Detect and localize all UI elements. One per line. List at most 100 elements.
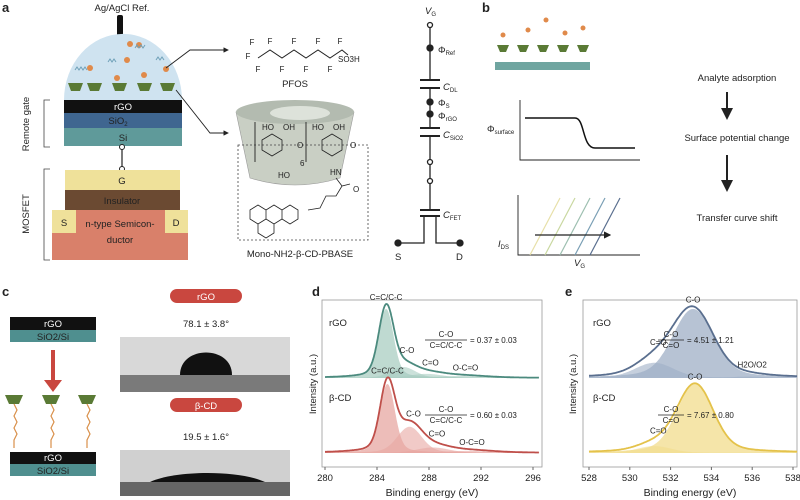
peak-label: C=C/C-C bbox=[371, 367, 404, 376]
series-label: β-CD bbox=[593, 393, 615, 404]
si-layer bbox=[64, 128, 182, 146]
remote-gate-bracket bbox=[43, 99, 50, 148]
x-tick-label: 288 bbox=[421, 473, 437, 484]
component-peak bbox=[589, 362, 798, 378]
bridge-o: O bbox=[297, 141, 303, 150]
c-sio2-label: CSiO2 bbox=[443, 130, 464, 142]
x-tick-label: 532 bbox=[663, 473, 679, 484]
peak-label: C=C/C-C bbox=[370, 293, 403, 302]
hn-group: HN bbox=[330, 168, 342, 177]
pfos-pointer-arrow bbox=[165, 47, 229, 69]
envelope-curve bbox=[588, 382, 798, 453]
oh-group: OH bbox=[333, 123, 345, 132]
ratio-value: = 0.60 ± 0.03 bbox=[470, 411, 517, 420]
x-axis-label-e: Binding energy (eV) bbox=[644, 487, 737, 499]
semiconductor-label-1: n-type Semicon- bbox=[85, 219, 154, 230]
x-tick-label: 530 bbox=[622, 473, 638, 484]
component-peak bbox=[589, 446, 798, 453]
rgo-film-label: rGO bbox=[44, 319, 62, 330]
x-tick-label: 534 bbox=[703, 473, 719, 484]
linker-chains bbox=[13, 403, 91, 448]
rgo-film-bottom-label: rGO bbox=[44, 453, 62, 464]
f-atom: F bbox=[250, 38, 255, 47]
f-atom: F bbox=[280, 65, 285, 74]
drain-label: D bbox=[173, 218, 180, 229]
x-tick-label: 284 bbox=[369, 473, 385, 484]
x-tick-label: 528 bbox=[581, 473, 597, 484]
insulator-label: Insulator bbox=[104, 196, 140, 207]
ratio-value: = 4.51 ± 1.21 bbox=[687, 336, 734, 345]
ho-group: HO bbox=[312, 123, 324, 132]
phi-surface-label: Φsurface bbox=[487, 124, 515, 136]
oh-group: OH bbox=[283, 123, 295, 132]
phi-rgo-label: ΦrGO bbox=[438, 111, 457, 123]
c-dl-label: CDL bbox=[443, 82, 458, 94]
x-axis-label-d: Binding energy (eV) bbox=[386, 487, 479, 499]
component-peak bbox=[589, 309, 798, 378]
rgo-film bbox=[10, 317, 96, 330]
f-atom: F bbox=[316, 37, 321, 46]
source-contact bbox=[52, 210, 76, 233]
transfer-curves bbox=[529, 197, 621, 256]
component-peak bbox=[589, 376, 798, 378]
panel-c: c rGO SiO2/Si rGO SiO2/Si rGO 78.1 ± 3.8… bbox=[2, 284, 290, 496]
component-peak bbox=[325, 309, 540, 378]
f-atom: F bbox=[304, 65, 309, 74]
cd-contact-angle: 19.5 ± 1.6° bbox=[183, 432, 229, 443]
receptor-row bbox=[497, 45, 589, 52]
phi-ref-label: ΦRef bbox=[438, 45, 455, 57]
bridge-o: O bbox=[350, 141, 356, 150]
peak-label: O-C=O bbox=[453, 364, 479, 373]
f-atom: F bbox=[338, 37, 343, 46]
panel-label-c: c bbox=[2, 284, 9, 299]
gate-layer bbox=[65, 170, 180, 190]
x-tick-label: 536 bbox=[744, 473, 760, 484]
circuit-source-label: S bbox=[395, 252, 401, 263]
ratio-denominator: C=O bbox=[663, 416, 680, 425]
substrate-top-label: SiO2/Si bbox=[37, 332, 69, 343]
step-transfer-shift: Transfer curve shift bbox=[697, 213, 778, 224]
rgo-contact-angle: 78.1 ± 3.8° bbox=[183, 319, 229, 330]
x-tick-label: 280 bbox=[317, 473, 333, 484]
mosfet-bracket bbox=[43, 168, 50, 261]
peak-label: C-O bbox=[688, 372, 703, 381]
phi-s-label: ΦS bbox=[438, 98, 450, 110]
cd-surface bbox=[120, 482, 290, 496]
rgo-layer bbox=[64, 100, 182, 113]
circuit-vg-label: VG bbox=[425, 6, 436, 18]
f-atom: F bbox=[292, 37, 297, 46]
adsorbed-analytes bbox=[500, 17, 586, 38]
ratio-denominator: C=C/C-C bbox=[430, 416, 463, 425]
y-axis-label-e: Intensity (a.u.) bbox=[568, 354, 579, 414]
component-peak bbox=[325, 375, 540, 378]
peak-label: C=O bbox=[650, 427, 667, 436]
equivalent-circuit bbox=[394, 21, 464, 247]
rgo-badge-label: rGO bbox=[197, 292, 215, 303]
cd-label: Mono-NH2-β-CD-PBASE bbox=[247, 249, 353, 260]
substrate-top bbox=[10, 330, 96, 342]
component-peak bbox=[325, 447, 540, 453]
wire-node bbox=[119, 144, 125, 150]
source-label: S bbox=[61, 218, 67, 229]
cd-pointer-arrow bbox=[175, 89, 229, 136]
x-tick-label: 292 bbox=[473, 473, 489, 484]
ho-group: HO bbox=[278, 171, 290, 180]
sio2-layer-label: SiO2 bbox=[108, 116, 128, 128]
ratio-numerator: C-O bbox=[664, 330, 679, 339]
envelope-curve bbox=[325, 303, 540, 379]
rgo-surface bbox=[120, 375, 290, 392]
substrate-bottom bbox=[10, 464, 96, 476]
transfer-plot-axes bbox=[517, 195, 640, 256]
step-surface-potential: Surface potential change bbox=[684, 133, 789, 144]
peak-label: C-O bbox=[400, 346, 415, 355]
phi-plot-axes bbox=[519, 100, 640, 161]
f-atom: F bbox=[256, 65, 261, 74]
ho-group: HO bbox=[262, 123, 274, 132]
pfos-label: PFOS bbox=[282, 79, 308, 90]
grafted-receptors bbox=[5, 395, 96, 404]
peak-label: O-C=O bbox=[459, 438, 485, 447]
